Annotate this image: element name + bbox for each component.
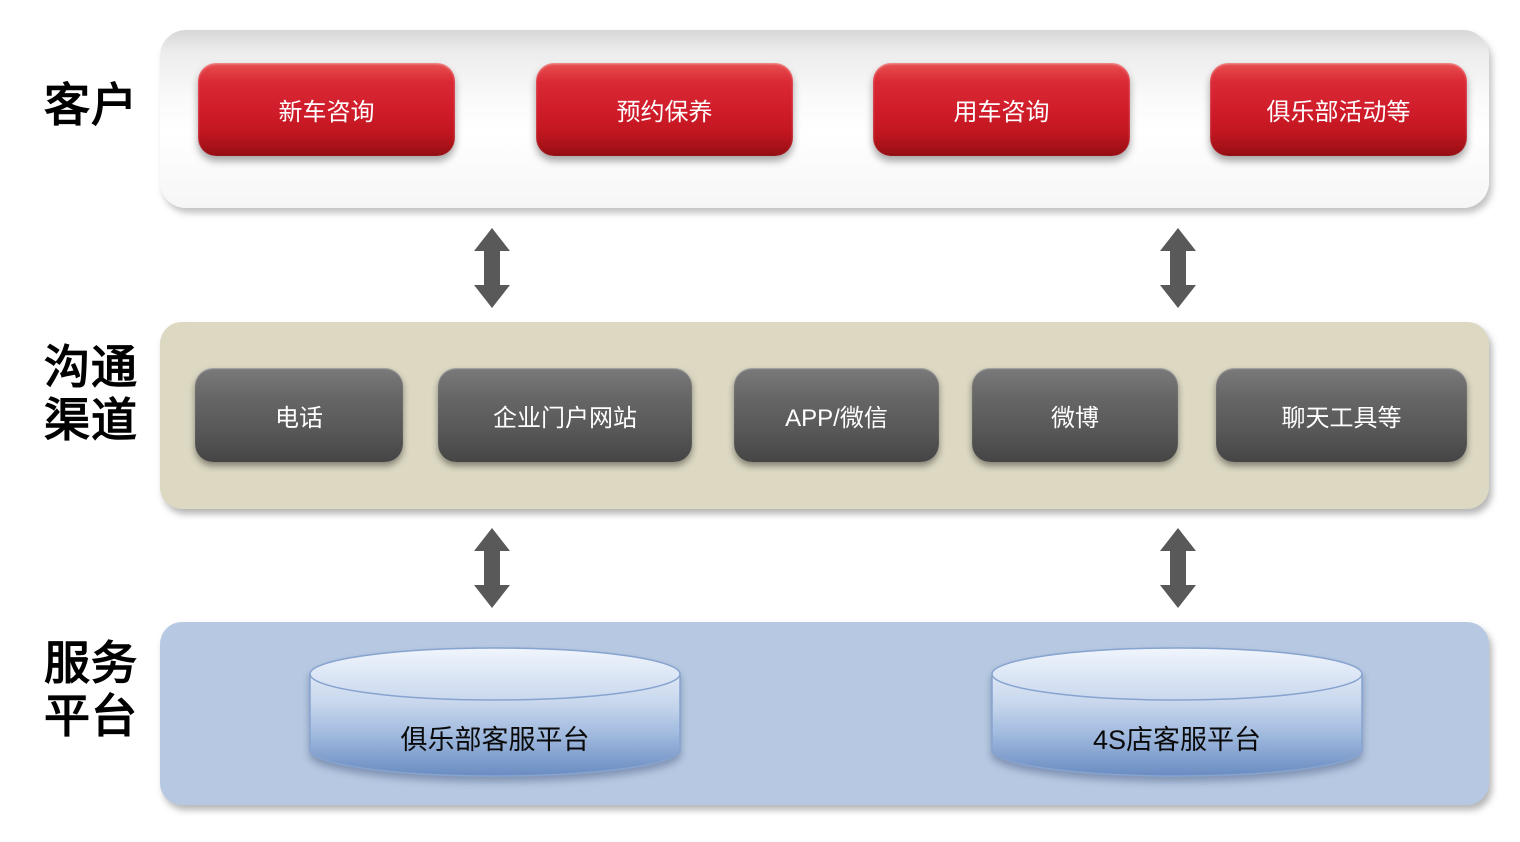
enterprise-portal-node: 企业门户网站 (438, 368, 692, 462)
club-service-platform-label: 俱乐部客服平台 (400, 725, 590, 755)
double-arrow-icon (472, 228, 512, 308)
phone-node: 电话 (195, 368, 403, 462)
customer-layer-band: 新车咨询 预约保养 用车咨询 俱乐部活动等 (160, 30, 1489, 208)
channels-layer-label: 沟通 渠道 (44, 341, 138, 446)
new-car-consultation-node: 新车咨询 (198, 63, 455, 156)
double-arrow-icon (1158, 528, 1198, 608)
customer-layer-label: 客户 (44, 79, 138, 131)
4s-store-service-platform-label: 4S店客服平台 (1092, 725, 1262, 755)
double-arrow-icon (1158, 228, 1198, 308)
weibo-node: 微博 (972, 368, 1178, 462)
database-cylinder-icon (309, 647, 681, 777)
double-arrow-icon (472, 528, 512, 608)
chat-tools-node: 聊天工具等 (1216, 368, 1467, 462)
club-activities-node: 俱乐部活动等 (1210, 63, 1467, 156)
maintenance-booking-node: 预约保养 (536, 63, 793, 156)
car-use-consultation-node: 用车咨询 (873, 63, 1130, 156)
4s-store-service-platform-cylinder: 4S店客服平台 (990, 646, 1364, 778)
platform-layer-label: 服务 平台 (44, 637, 138, 742)
app-wechat-node: APP/微信 (734, 368, 939, 462)
platform-layer-band: 俱乐部客服平台 4S店客服平台 (160, 622, 1489, 805)
database-cylinder-icon (991, 647, 1363, 777)
club-service-platform-cylinder: 俱乐部客服平台 (308, 646, 682, 778)
channels-layer-band: 电话 企业门户网站 APP/微信 微博 聊天工具等 (160, 322, 1489, 509)
